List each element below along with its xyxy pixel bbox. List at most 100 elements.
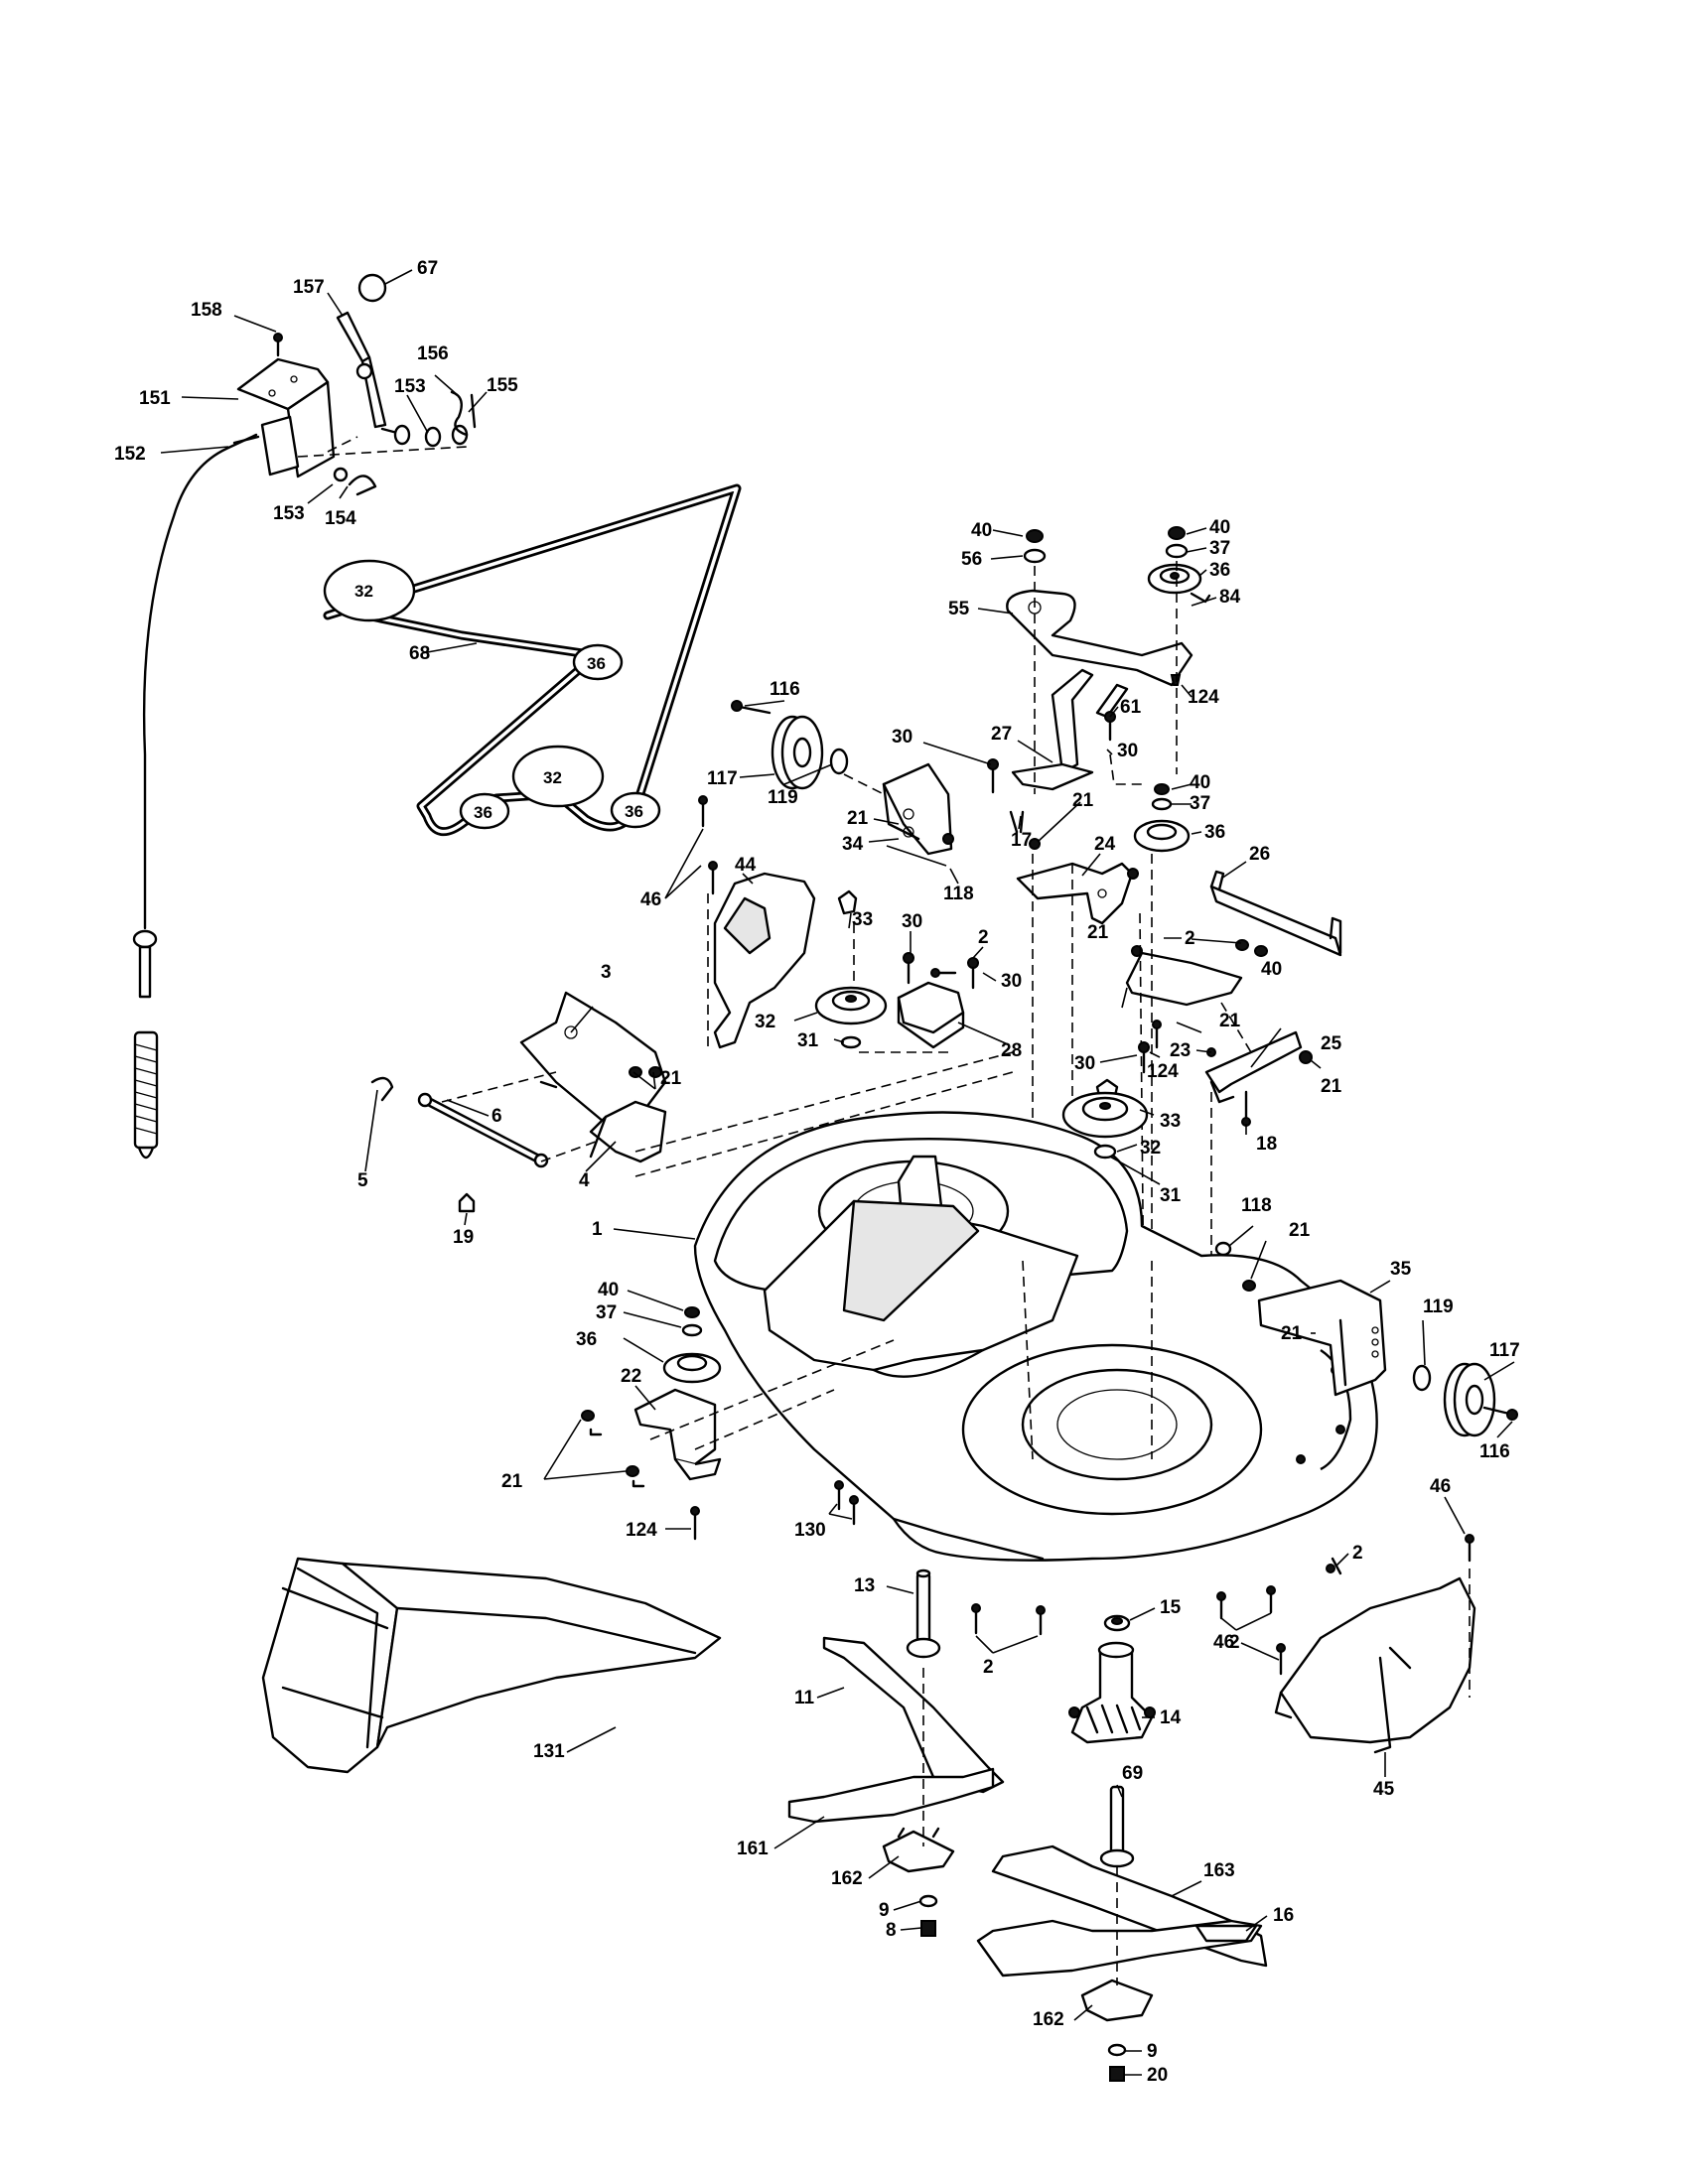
callout-34: 34 xyxy=(842,834,864,855)
callout-33b: 33 xyxy=(1160,1111,1181,1132)
callout-28: 28 xyxy=(1001,1040,1022,1061)
callout-9b: 9 xyxy=(1147,2041,1158,2062)
callout-44: 44 xyxy=(735,855,757,876)
callout-18: 18 xyxy=(1256,1134,1277,1155)
callout-130: 130 xyxy=(794,1520,826,1541)
callout-151: 151 xyxy=(139,388,171,409)
callout-31a: 31 xyxy=(797,1030,819,1051)
callout-13: 13 xyxy=(854,1575,875,1596)
callout-16: 16 xyxy=(1273,1905,1294,1926)
pulley-label-36c: 36 xyxy=(474,803,492,822)
callout-19: 19 xyxy=(453,1227,474,1248)
leader-lines xyxy=(160,269,1515,2076)
callout-21d: 21 xyxy=(1219,1011,1241,1031)
left-idler xyxy=(581,1306,895,1541)
callout-40c: 40 xyxy=(1190,772,1210,793)
callout-124a: 124 xyxy=(1188,687,1219,708)
callout-21i: 21 xyxy=(501,1471,523,1492)
callout-157: 157 xyxy=(293,277,325,298)
callout-36c: 36 xyxy=(576,1329,597,1350)
callout-119b: 119 xyxy=(1423,1297,1454,1317)
callout-154: 154 xyxy=(325,508,356,529)
lever-rod xyxy=(360,355,387,429)
callout-15: 15 xyxy=(1160,1597,1182,1618)
drive-belt xyxy=(323,483,742,836)
callout-69: 69 xyxy=(1122,1763,1143,1784)
callout-27: 27 xyxy=(991,724,1012,745)
callout-40e: 40 xyxy=(598,1280,619,1300)
callout-4: 4 xyxy=(579,1170,590,1191)
callout-161: 161 xyxy=(737,1839,769,1859)
callout-153b: 153 xyxy=(273,503,305,524)
callout-37a: 37 xyxy=(1209,538,1230,559)
callout-35: 35 xyxy=(1390,1259,1412,1280)
callout-9a: 9 xyxy=(879,1900,890,1921)
callout-6: 6 xyxy=(491,1106,502,1127)
callout-45: 45 xyxy=(1373,1779,1395,1800)
callout-30b: 30 xyxy=(1117,741,1138,761)
callout-67: 67 xyxy=(417,258,438,279)
callout-22: 22 xyxy=(621,1366,641,1387)
callout-162b: 162 xyxy=(1033,2009,1064,2030)
callout-155: 155 xyxy=(487,375,518,396)
callout-30a: 30 xyxy=(892,727,912,748)
idler-arm-assembly xyxy=(987,526,1342,1340)
callout-23: 23 xyxy=(1170,1040,1191,1061)
callout-3: 3 xyxy=(601,962,612,983)
part-callouts: 158 157 67 151 152 156 153 155 153 154 6… xyxy=(114,258,1520,2086)
callout-116b: 116 xyxy=(1479,1441,1510,1462)
callout-21h: 21 xyxy=(1281,1323,1303,1344)
callout-24: 24 xyxy=(1094,834,1116,855)
discharge-chute xyxy=(261,1557,722,1774)
callout-124b: 124 xyxy=(1147,1061,1179,1082)
pulley-label-32b: 32 xyxy=(543,768,562,787)
callout-2c: 2 xyxy=(1352,1543,1363,1564)
callout-40d: 40 xyxy=(1261,959,1282,980)
callout-55: 55 xyxy=(948,599,970,619)
callout-40a: 40 xyxy=(971,520,992,541)
callout-119a: 119 xyxy=(768,787,798,808)
mower-deck xyxy=(693,1111,1378,1562)
callout-2a: 2 xyxy=(978,927,989,948)
callout-153a: 153 xyxy=(394,376,426,397)
callout-33a: 33 xyxy=(852,909,873,930)
callout-131: 131 xyxy=(533,1741,565,1762)
callout-30c: 30 xyxy=(902,911,922,932)
lever-rod-top xyxy=(336,311,371,363)
callout-8: 8 xyxy=(886,1920,897,1941)
callout-40b: 40 xyxy=(1209,517,1230,538)
callout-14: 14 xyxy=(1160,1707,1182,1728)
callout-36a: 36 xyxy=(1209,560,1230,581)
pulley-label-32a: 32 xyxy=(354,582,373,601)
callout-68: 68 xyxy=(409,643,430,664)
callout-36b: 36 xyxy=(1204,822,1225,843)
callout-17: 17 xyxy=(1011,830,1032,851)
lift-cable xyxy=(142,433,258,930)
front-hanger xyxy=(519,991,667,1134)
callout-2d: 2 xyxy=(1229,1632,1240,1653)
callout-84: 84 xyxy=(1219,587,1241,608)
callout-37c: 37 xyxy=(596,1302,617,1323)
callout-116a: 116 xyxy=(770,679,800,700)
callout-152: 152 xyxy=(114,444,146,465)
callout-25: 25 xyxy=(1321,1033,1342,1054)
callout-31b: 31 xyxy=(1160,1185,1182,1206)
callout-26: 26 xyxy=(1249,844,1270,865)
callout-21f: 21 xyxy=(1321,1076,1342,1097)
spindle-and-blades xyxy=(787,1534,1476,2082)
callout-2b: 2 xyxy=(1185,928,1195,949)
pulley-label-36b: 36 xyxy=(625,802,643,821)
callout-117a: 117 xyxy=(707,768,738,789)
callout-30d: 30 xyxy=(1001,971,1022,992)
callout-32a: 32 xyxy=(755,1012,775,1032)
callout-46a: 46 xyxy=(640,889,661,910)
callout-32b: 32 xyxy=(1140,1138,1161,1159)
lever-knob xyxy=(357,273,387,303)
callout-37b: 37 xyxy=(1190,793,1210,814)
right-hardware xyxy=(1061,1041,1518,1437)
callout-118a: 118 xyxy=(943,884,974,904)
callout-1: 1 xyxy=(592,1219,603,1240)
idler-bracket xyxy=(1006,589,1193,687)
callout-21g: 21 xyxy=(1289,1220,1311,1241)
